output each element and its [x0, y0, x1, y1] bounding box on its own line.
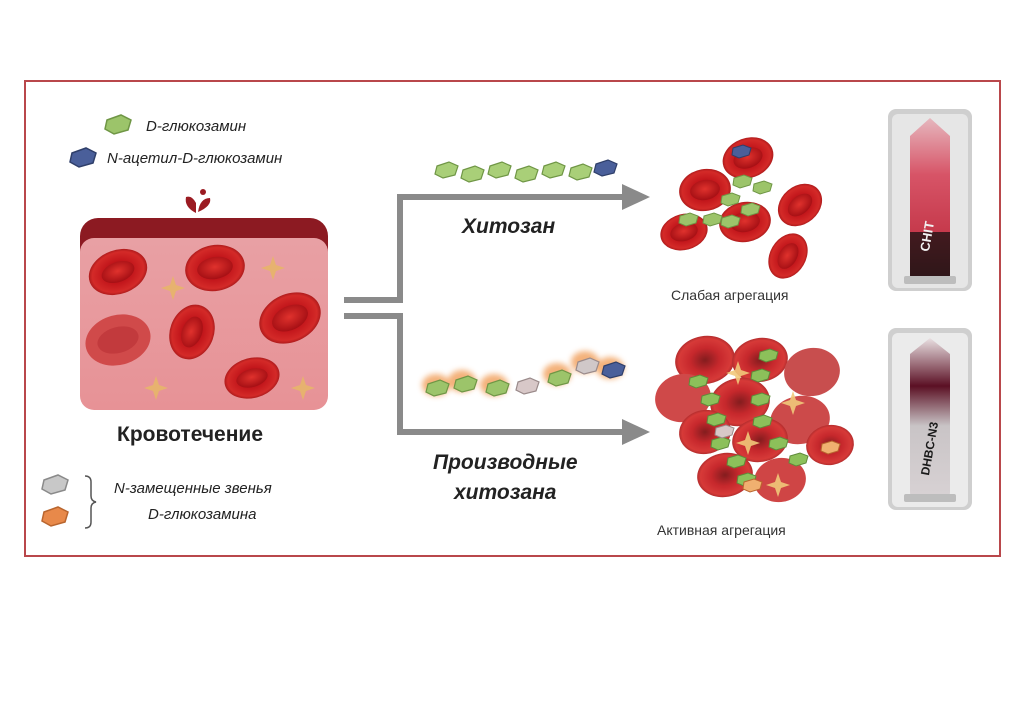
legend-orange-unit [41, 506, 69, 527]
chitosan-chain [434, 159, 618, 183]
derivative-chain [422, 351, 626, 397]
weak-aggregation-cluster [660, 137, 823, 279]
derivatives-label-line1: Производные [433, 451, 578, 474]
arrow-head-top [622, 184, 650, 210]
vial-photo-top [888, 109, 972, 291]
platelets [144, 256, 315, 400]
weak-aggregation-label: Слабая агрегация [671, 287, 789, 303]
blood-drop-icon [185, 189, 211, 213]
arrow-head-bottom [622, 419, 650, 445]
active-aggregation-label: Активная агрегация [657, 522, 786, 538]
red-blood-cells [85, 244, 321, 399]
bleeding-label: Кровотечение [117, 423, 263, 446]
legend-substituted-line1: N-замещенные звенья [114, 480, 272, 497]
derivatives-label-line2: хитозана [454, 481, 557, 504]
legend-bracket [84, 475, 97, 529]
vial-photo-bottom [888, 328, 972, 510]
legend-d-glucosamine-label: D-глюкозамин [146, 118, 247, 135]
active-aggregation-cluster [655, 335, 854, 503]
legend-grey-unit [41, 474, 69, 495]
legend-n-acetyl-label: N-ацетил-D-глюкозамин [107, 150, 283, 167]
legend-green-unit [104, 114, 132, 135]
legend-blue-unit [69, 147, 97, 168]
branch-arrows [344, 194, 630, 435]
chitosan-label: Хитозан [462, 215, 556, 238]
legend-substituted-line2: D-глюкозамина [148, 506, 257, 523]
